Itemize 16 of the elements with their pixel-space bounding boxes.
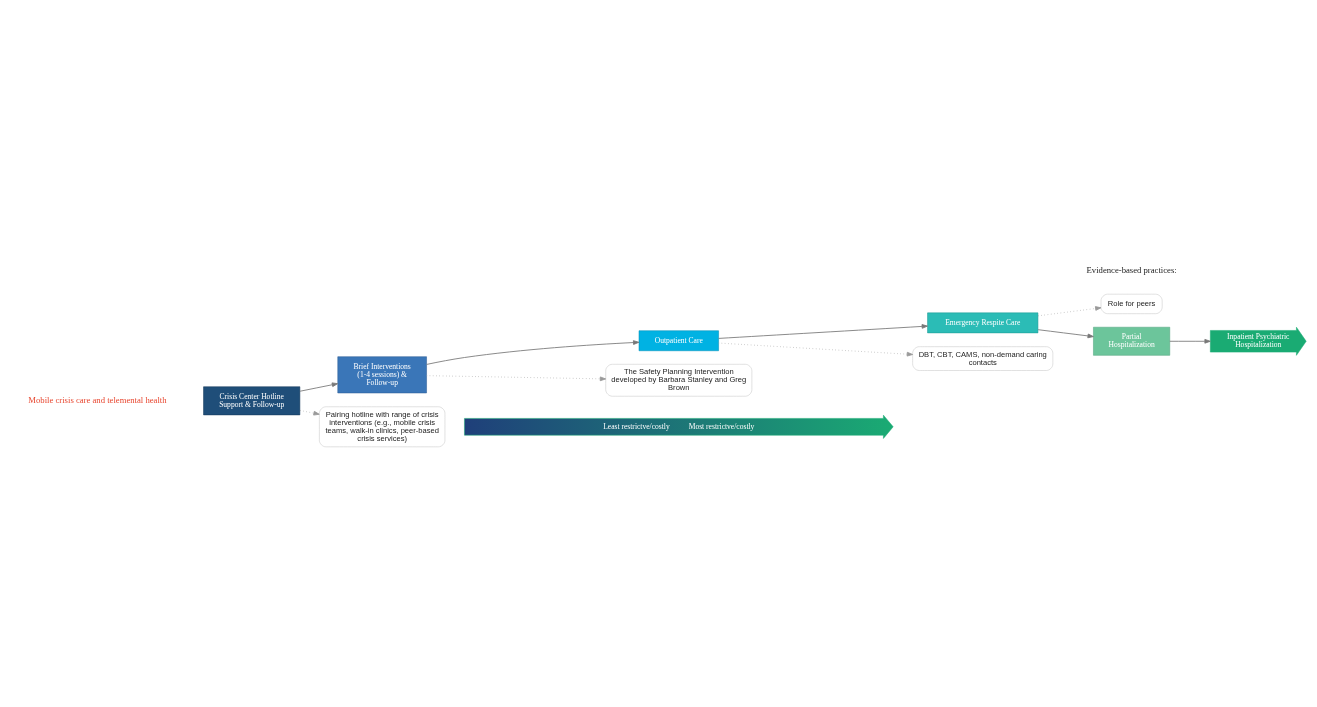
arrow	[299, 409, 320, 415]
arrow	[299, 381, 339, 392]
arrow	[1037, 328, 1094, 338]
arrow	[1037, 305, 1102, 316]
arrow	[1169, 338, 1211, 344]
arrow	[426, 374, 607, 381]
arrow	[426, 339, 640, 365]
arrow	[718, 342, 914, 356]
node-box: Partial Hospitalization	[1093, 326, 1171, 356]
node-box: Crisis Center Hotline Support & Follow-up	[203, 386, 301, 415]
node-box: Brief Interventions (1-4 sessions) & Follow-up	[337, 355, 427, 393]
label: Mobile crisis care and telemental health	[28, 394, 167, 405]
node-box: Outpatient Care	[638, 329, 719, 351]
arrow	[718, 323, 928, 339]
node-box: Emergency Respite Care	[927, 312, 1039, 333]
label: Evidence-based practices:	[1086, 264, 1177, 275]
